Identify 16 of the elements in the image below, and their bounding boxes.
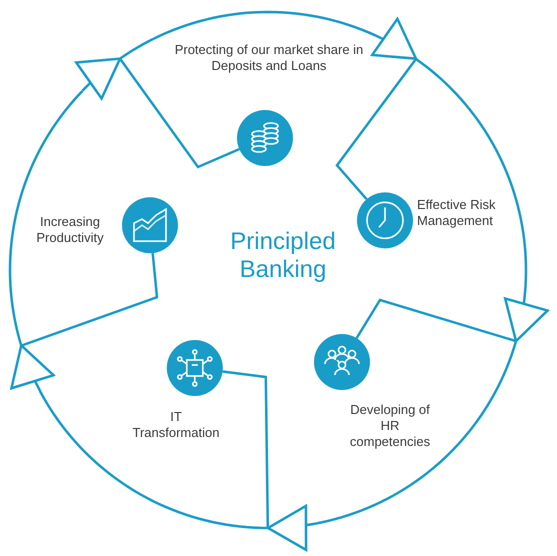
cycle-segment bbox=[37, 337, 271, 531]
cycle-arrow bbox=[370, 18, 418, 60]
cycle-segment bbox=[7, 88, 181, 348]
segment-label: Protecting of our market share in Deposits and Loans bbox=[174, 42, 364, 74]
segment-label: IT Transformation bbox=[132, 409, 220, 441]
cycle-arrow bbox=[266, 504, 322, 552]
cycle-segment bbox=[311, 297, 519, 526]
cycle-segment bbox=[117, 9, 384, 170]
segment-label: Developing of HR competencies bbox=[348, 402, 432, 450]
segment-label: Increasing Productivity bbox=[35, 214, 105, 246]
cycle-arrow bbox=[10, 344, 55, 392]
center-title: Principled Banking bbox=[229, 228, 337, 284]
cycle-arrow bbox=[504, 292, 549, 342]
cycle-segment bbox=[334, 56, 529, 296]
segment-label: Effective Risk Management bbox=[417, 196, 497, 229]
cycle-arrow bbox=[75, 57, 122, 100]
